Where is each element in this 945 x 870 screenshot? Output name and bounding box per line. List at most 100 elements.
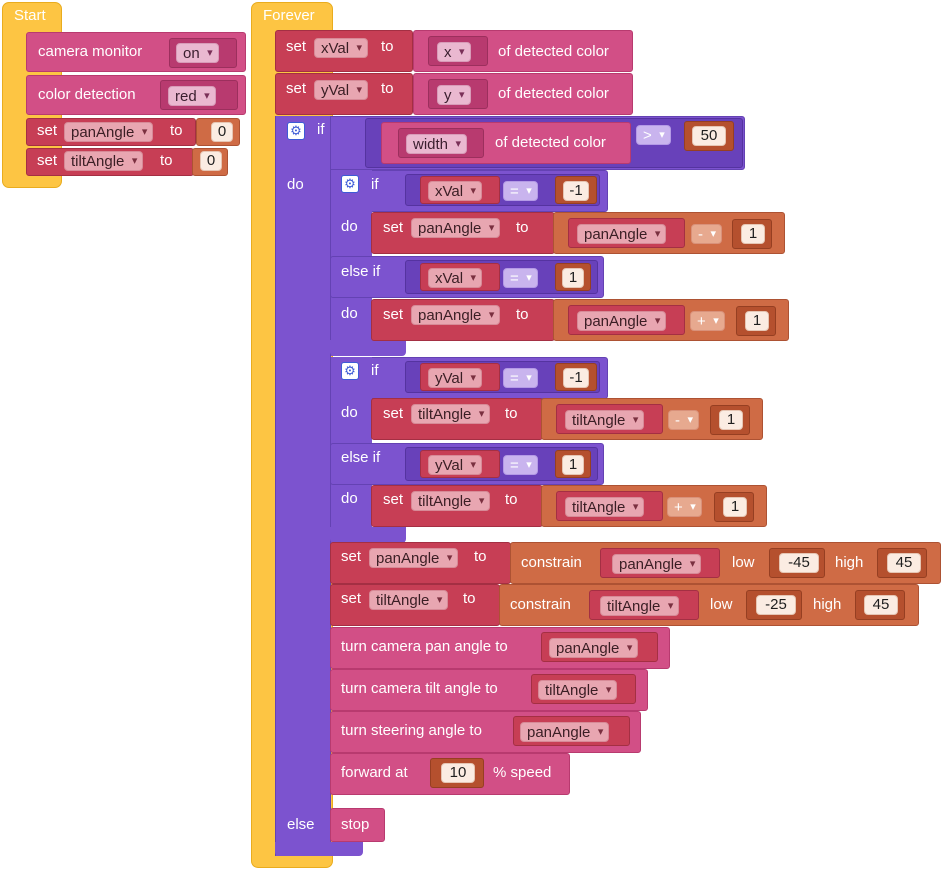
elseif-yval-operator-dropdown[interactable]: =: [503, 455, 538, 475]
turn-camera-pan-label: turn camera pan angle to: [341, 638, 508, 655]
color-detection-dropdown[interactable]: red: [168, 86, 216, 106]
elseif-xval-var-dropdown[interactable]: xVal: [428, 268, 483, 288]
pan-plus-value[interactable]: 1: [745, 311, 769, 331]
pan-plus-rhs-dropdown[interactable]: panAngle: [577, 311, 667, 331]
if-xval-value[interactable]: -1: [563, 181, 589, 201]
tilt-minus-value[interactable]: 1: [719, 410, 743, 430]
if-xval-label: if: [371, 176, 379, 193]
forward-speed-suffix-label: % speed: [493, 764, 552, 781]
yval-set-tilt-minus-to-label: to: [505, 405, 518, 422]
outer-if-value[interactable]: 50: [692, 126, 726, 146]
elseif-xval-value[interactable]: 1: [562, 268, 584, 288]
xval-set-pan-minus-var-dropdown[interactable]: panAngle: [411, 218, 501, 238]
if-yval-gear-icon[interactable]: ⚙: [341, 362, 359, 380]
set-pan-set-label: set: [37, 122, 58, 139]
yval-of-detected-color-label: of detected color: [498, 85, 609, 102]
pan-minus-rhs-dropdown[interactable]: panAngle: [577, 224, 667, 244]
outer-if-label: if: [317, 121, 325, 138]
outer-if-gear-icon[interactable]: ⚙: [287, 122, 305, 140]
outer-if-do-label: do: [287, 176, 304, 193]
set-xval-set-label: set: [286, 38, 307, 55]
yval-set-tilt-plus-set-label: set: [383, 491, 404, 508]
constrain-tilt-arg-dropdown[interactable]: tiltAngle: [600, 596, 680, 616]
if-yval-label: if: [371, 362, 379, 379]
set-pan-value[interactable]: 0: [211, 122, 233, 142]
xval-set-pan-minus-set-label: set: [383, 219, 404, 236]
elseif-yval-value[interactable]: 1: [562, 455, 584, 475]
constrain-pan-high-value[interactable]: 45: [887, 553, 921, 573]
xval-set-pan-plus-set-label: set: [383, 306, 404, 323]
constrain-tilt-to-label: to: [463, 590, 476, 607]
xval-set-pan-plus-to-label: to: [516, 306, 529, 323]
turn-camera-tilt-label: turn camera tilt angle to: [341, 680, 498, 697]
set-yval-set-label: set: [286, 80, 307, 97]
xval-set-pan-plus-var-dropdown[interactable]: panAngle: [411, 305, 501, 325]
forever-hat-label: Forever: [263, 7, 315, 24]
pan-plus-operator-dropdown[interactable]: +: [690, 311, 725, 331]
elseif-yval-var-dropdown[interactable]: yVal: [428, 455, 483, 475]
constrain-pan-set-label: set: [341, 548, 362, 565]
if-xval-operator-dropdown[interactable]: =: [503, 181, 538, 201]
constrain-pan-high-label: high: [835, 554, 864, 571]
tilt-minus-number-slot: [710, 405, 750, 435]
turn-camera-tilt-var-dropdown[interactable]: tiltAngle: [538, 680, 618, 700]
set-tilt-set-label: set: [37, 152, 58, 169]
constrain-tilt-high-value[interactable]: 45: [864, 595, 898, 615]
xval-prop-dropdown[interactable]: x: [437, 42, 471, 62]
outer-if-operator-dropdown[interactable]: >: [636, 125, 671, 145]
set-pan-var-dropdown[interactable]: panAngle: [64, 122, 154, 142]
tilt-minus-operator-dropdown[interactable]: -: [668, 410, 699, 430]
if-yval-value[interactable]: -1: [563, 368, 589, 388]
constrain-pan-arg-dropdown[interactable]: panAngle: [612, 554, 702, 574]
tilt-plus-operator-dropdown[interactable]: +: [667, 497, 702, 517]
constrain-tilt-var-dropdown[interactable]: tiltAngle: [369, 590, 449, 610]
if-xval-bottom: [330, 340, 406, 356]
tilt-plus-rhs-dropdown[interactable]: tiltAngle: [565, 497, 645, 517]
set-xval-var-dropdown[interactable]: xVal: [314, 38, 369, 58]
if-xval-gear-icon[interactable]: ⚙: [341, 175, 359, 193]
if-yval-bottom: [330, 527, 406, 543]
if-yval-operator-dropdown[interactable]: =: [503, 368, 538, 388]
yval-set-tilt-minus-var-dropdown[interactable]: tiltAngle: [411, 404, 491, 424]
if-xval-var-dropdown[interactable]: xVal: [428, 181, 483, 201]
width-prop-dropdown[interactable]: width: [406, 134, 468, 154]
constrain-pan-block: [510, 542, 941, 584]
set-pan-to-label: to: [170, 122, 183, 139]
constrain-tilt-low-label: low: [710, 596, 733, 613]
start-hat-label: Start: [14, 7, 46, 24]
forward-label: forward at: [341, 764, 408, 781]
stop-label: stop: [341, 816, 370, 833]
if-yval-do-label: do: [341, 404, 358, 421]
if-xval-do-label: do: [341, 218, 358, 235]
yval-prop-dropdown[interactable]: y: [437, 85, 471, 105]
constrain-tilt-set-label: set: [341, 590, 362, 607]
constrain-pan-var-dropdown[interactable]: panAngle: [369, 548, 459, 568]
xval-set-pan-minus-to-label: to: [516, 219, 529, 236]
yval-set-tilt-plus-var-dropdown[interactable]: tiltAngle: [411, 491, 491, 511]
xval-of-detected-color-label: of detected color: [498, 43, 609, 60]
constrain-pan-to-label: to: [474, 548, 487, 565]
tilt-plus-value[interactable]: 1: [723, 497, 747, 517]
constrain-tilt-label: constrain: [510, 596, 571, 613]
if-yval-var-dropdown[interactable]: yVal: [428, 368, 483, 388]
stop-block[interactable]: [330, 808, 385, 842]
turn-steering-var-dropdown[interactable]: panAngle: [520, 722, 610, 742]
turn-camera-pan-var-dropdown[interactable]: panAngle: [549, 638, 639, 658]
constrain-tilt-high-label: high: [813, 596, 842, 613]
pan-minus-value[interactable]: 1: [741, 224, 765, 244]
outer-if-else-label: else: [287, 816, 315, 833]
constrain-pan-low-label: low: [732, 554, 755, 571]
pan-minus-operator-dropdown[interactable]: -: [691, 224, 722, 244]
outer-if-spine: [275, 116, 331, 856]
set-tilt-var-dropdown[interactable]: tiltAngle: [64, 151, 144, 171]
constrain-tilt-low-value[interactable]: -25: [756, 595, 796, 615]
set-yval-to-label: to: [381, 80, 394, 97]
camera-monitor-dropdown[interactable]: on: [176, 43, 219, 63]
elseif-xval-operator-dropdown[interactable]: =: [503, 268, 538, 288]
constrain-pan-low-value[interactable]: -45: [779, 553, 819, 573]
forward-speed-value[interactable]: 10: [441, 763, 475, 783]
set-yval-var-dropdown[interactable]: yVal: [314, 80, 369, 100]
tilt-minus-rhs-dropdown[interactable]: tiltAngle: [565, 410, 645, 430]
elseif-xval-do-label: do: [341, 305, 358, 322]
set-tilt-value[interactable]: 0: [200, 151, 222, 171]
